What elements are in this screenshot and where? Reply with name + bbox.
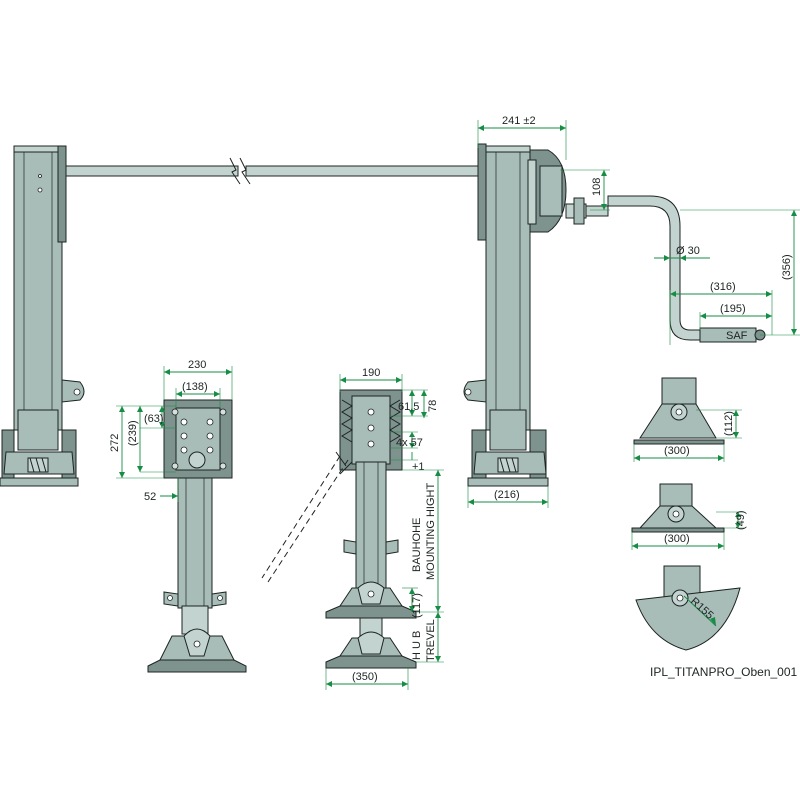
dim-300a: (300)	[664, 445, 690, 457]
crank-handle: SAF	[565, 195, 766, 343]
dim-356: (356)	[781, 254, 793, 280]
dim-52: 52	[144, 491, 156, 503]
left-landing-leg	[0, 145, 85, 487]
dim-plus1: +1	[412, 461, 425, 473]
dim-350: (350)	[352, 671, 378, 683]
foot-variant-3: R155	[635, 565, 741, 651]
side-view-leg: 190 61,5 78 4x 57 +1 BAUHOHE MOUNTING HI…	[261, 367, 444, 690]
dim-195: (195)	[720, 303, 746, 315]
front-view-leg: 230 (138) (63) (239) 272 52	[109, 359, 247, 673]
dim-272: 272	[109, 434, 121, 452]
connecting-shaft	[65, 157, 481, 185]
dim-300b: (300)	[664, 533, 690, 545]
label-bauhohe: BAUHOHE	[411, 518, 423, 572]
top-dimensions: 241 ±2 108 (356) Ø 30 (316) (195)	[467, 115, 800, 508]
right-landing-leg	[463, 143, 567, 487]
dim-phi30: Ø 30	[676, 245, 700, 257]
dim-4x57: 4x 57	[396, 437, 423, 449]
dim-63: (63)	[144, 413, 164, 425]
crank-brand-text: SAF	[726, 330, 748, 342]
foot-variant-1: (300) (112)	[633, 377, 742, 462]
foot-variant-2: (300) (49)	[631, 483, 747, 550]
dim-316: (316)	[710, 281, 736, 293]
dim-61-5: 61,5	[398, 401, 419, 413]
dim-117: (117)	[411, 593, 423, 618]
dim-49: (49)	[735, 510, 747, 530]
dim-112: (112)	[723, 411, 735, 436]
dim-239: (239)	[127, 420, 139, 446]
label-travel: TREVEL	[425, 619, 437, 662]
dim-108: 108	[591, 178, 603, 196]
dim-216: (216)	[494, 489, 520, 501]
drawing-id: IPL_TITANPRO_Oben_001	[650, 665, 798, 679]
label-mounting-height: MOUNTING HIGHT	[425, 483, 437, 580]
dim-190: 190	[362, 367, 380, 379]
dim-241: 241 ±2	[502, 115, 536, 127]
dim-78: 78	[427, 400, 439, 412]
dim-138: (138)	[182, 381, 208, 393]
label-hub: H U B	[411, 631, 423, 660]
dim-230: 230	[188, 359, 206, 371]
